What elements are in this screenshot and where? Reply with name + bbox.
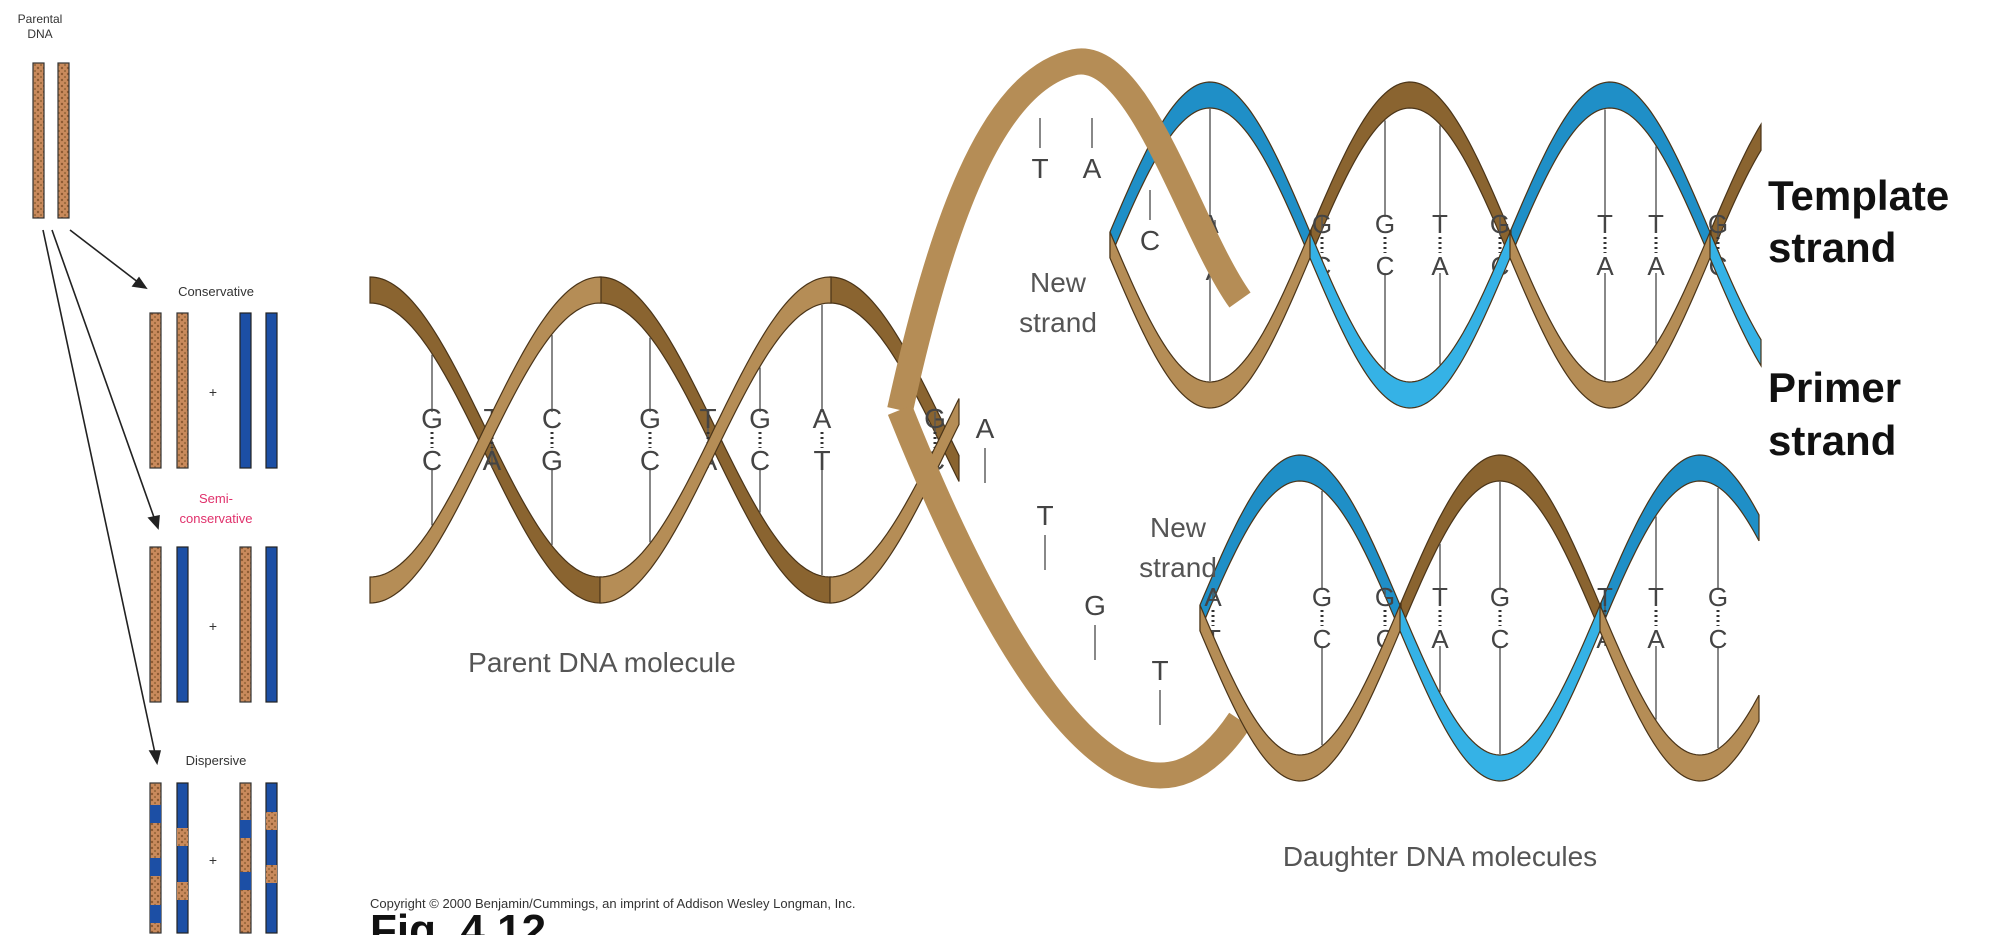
- fork-lower-base: A: [976, 413, 995, 444]
- semi-new-strand-1: [177, 547, 188, 702]
- daughter-upper-base-top: G: [1490, 209, 1510, 239]
- helix-back-strands: [370, 82, 1761, 633]
- daughter-lower-strand-b: [1200, 455, 1401, 633]
- parent-dna-caption: Parent DNA molecule: [468, 647, 736, 678]
- daughter-lower-base-bottom: C: [1491, 624, 1510, 654]
- daughter-lower-base-top: A: [1204, 582, 1222, 612]
- plus-sign: +: [209, 384, 217, 400]
- daughter-lower-base-top: G: [1375, 582, 1395, 612]
- conservative-label: Conservative: [178, 284, 254, 299]
- daughter-upper-base-bottom: A: [1596, 251, 1614, 281]
- fork-upper-base: A: [1083, 153, 1102, 184]
- daughter-upper-base-top: G: [1312, 209, 1332, 239]
- parental-dna-label-2: DNA: [27, 27, 52, 41]
- template-strand-label-2: strand: [1768, 224, 1896, 271]
- parent-strand-b: [600, 277, 831, 603]
- new-strand-label-upper-2: strand: [1019, 307, 1097, 338]
- parent-strand-a: [370, 277, 601, 603]
- template-strand-label: Template: [1768, 172, 1949, 219]
- conservative-new-strand-2: [266, 313, 277, 468]
- daughter-upper-strand-b: [1710, 232, 1761, 366]
- daughter-dna-caption: Daughter DNA molecules: [1283, 841, 1597, 872]
- daughter-lower-base-top: T: [1648, 582, 1664, 612]
- daughter-lower-base-bottom: C: [1313, 624, 1332, 654]
- figure-label: Fig. 4.12: [370, 906, 546, 935]
- parent-base-bottom: C: [750, 445, 770, 476]
- parent-base-bottom: G: [541, 445, 563, 476]
- plus-sign: +: [209, 852, 217, 868]
- fork-lower-base: T: [1151, 655, 1168, 686]
- semiconservative-label-2: conservative: [180, 511, 253, 526]
- model-arrows: [43, 230, 160, 763]
- new-strand-label-lower-2: strand: [1139, 552, 1217, 583]
- daughter-upper-base-top: T: [1648, 209, 1664, 239]
- fork-lower-base: G: [1084, 590, 1106, 621]
- daughter-upper-base-bottom: A: [1647, 251, 1665, 281]
- parent-base-top: A: [813, 403, 832, 434]
- primer-strand-label-2: strand: [1768, 417, 1896, 464]
- daughter-lower-strand-a: [1600, 605, 1759, 781]
- parent-base-top: G: [924, 403, 946, 434]
- primer-strand-label: Primer: [1768, 364, 1901, 411]
- replication-models-panel: Parental DNA Conservative + Semi- conser…: [18, 12, 277, 933]
- new-strand-label-upper: New: [1030, 267, 1087, 298]
- parent-base-top: G: [421, 403, 443, 434]
- dispersive-label: Dispersive: [186, 753, 247, 768]
- daughter-lower-base-bottom: A: [1431, 624, 1449, 654]
- daughter-upper-base-bottom: A: [1431, 251, 1449, 281]
- parent-base-top: C: [542, 403, 562, 434]
- parental-dna-label: Parental: [18, 12, 63, 26]
- semiconservative-label: Semi-: [199, 491, 233, 506]
- daughter-upper-base-top: G: [1375, 209, 1395, 239]
- fork-lower-base: T: [1036, 500, 1053, 531]
- daughter-upper-base-top: T: [1597, 209, 1613, 239]
- parent-base-bottom: C: [422, 445, 442, 476]
- daughter-lower-base-bottom: C: [1709, 624, 1728, 654]
- conservative-new-strand-1: [240, 313, 251, 468]
- parent-base-top: G: [639, 403, 661, 434]
- daughter-lower-base-top: T: [1432, 582, 1448, 612]
- parental-strand-2: [58, 63, 69, 218]
- daughter-lower-strand-a: [1200, 603, 1401, 781]
- daughter-lower-base-top: G: [1312, 582, 1332, 612]
- daughter-upper-base-bottom: C: [1376, 251, 1395, 281]
- parent-base-top: G: [749, 403, 771, 434]
- parent-base-bottom: C: [640, 445, 660, 476]
- conservative-parent-strand-1: [150, 313, 161, 468]
- conservative-parent-strand-2: [177, 313, 188, 468]
- semi-new-strand-2: [266, 547, 277, 702]
- parental-strand-1: [33, 63, 44, 218]
- plus-sign: +: [209, 618, 217, 634]
- fork-upper-base: C: [1140, 225, 1160, 256]
- daughter-lower-base-top: G: [1708, 582, 1728, 612]
- daughter-upper-strand-a: [1310, 82, 1511, 260]
- new-strand-label-lower: New: [1150, 512, 1207, 543]
- parent-base-bottom: T: [813, 445, 830, 476]
- daughter-lower-base-bottom: A: [1647, 624, 1665, 654]
- fork-upper-base: T: [1031, 153, 1048, 184]
- semi-parent-strand-1: [150, 547, 161, 702]
- semi-parent-strand-2: [240, 547, 251, 702]
- daughter-lower-strand-b: [1600, 455, 1759, 631]
- daughter-lower-base-top: G: [1490, 582, 1510, 612]
- daughter-upper-base-top: T: [1432, 209, 1448, 239]
- daughter-upper-strand-b: [1310, 230, 1511, 408]
